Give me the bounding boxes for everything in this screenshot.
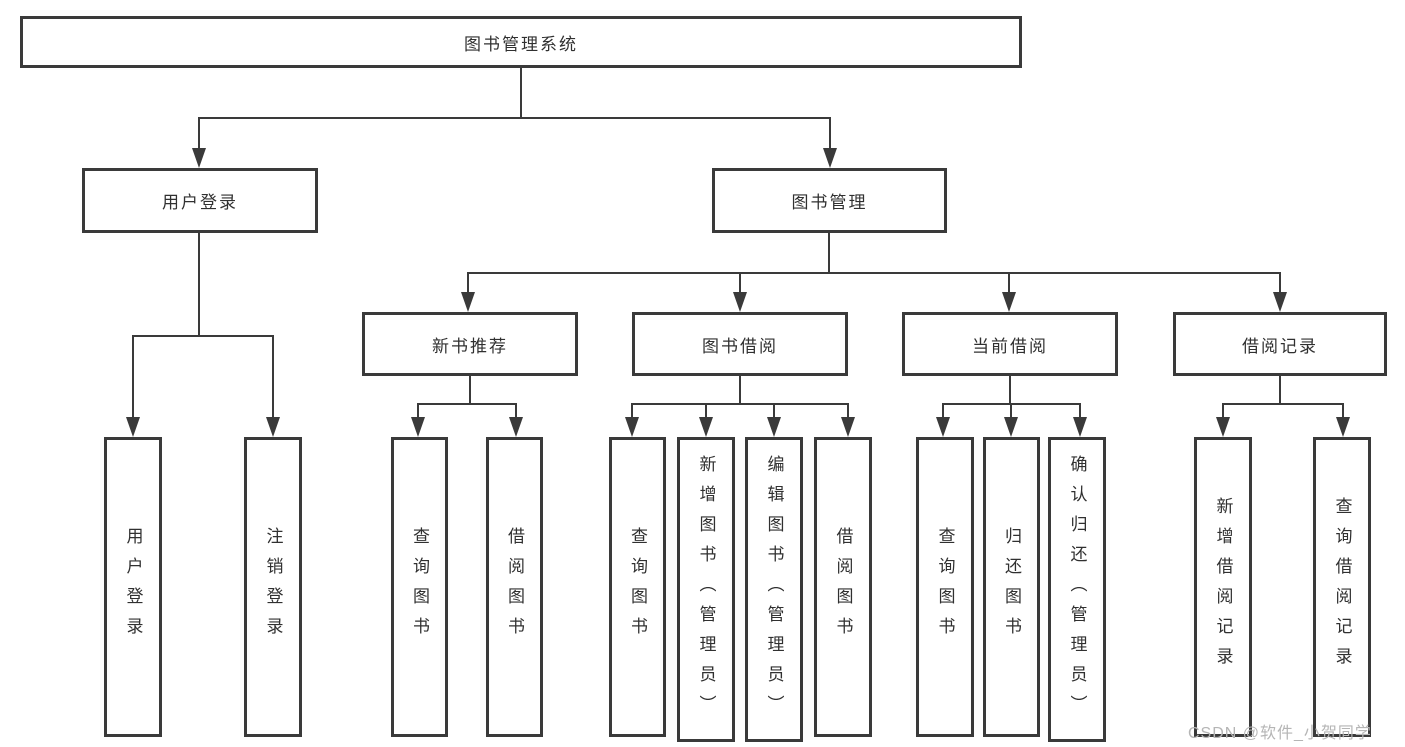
- node-book-borrow-label: 图书借阅: [702, 336, 778, 356]
- node-new-books: 新书推荐: [362, 312, 578, 376]
- node-borrow-records: 借阅记录: [1173, 312, 1387, 376]
- arrow-to-nb-borrow-head: [509, 417, 523, 437]
- arrow-to-current-borrow-stem: [1008, 272, 1010, 294]
- leaf-nb-borrow-books-label: 借阅图书: [505, 527, 524, 647]
- arrow-to-current-borrow-head: [1002, 292, 1016, 312]
- leaf-cb-return-books-label: 归还图书: [1002, 527, 1021, 647]
- leaf-cb-query-books-label: 查询图书: [935, 527, 955, 647]
- node-root-label: 图书管理系统: [464, 34, 578, 54]
- connector-user-login-stem: [198, 233, 200, 335]
- leaf-nb-query-books: 查询图书: [391, 437, 448, 737]
- arrow-to-bb-add-head: [699, 417, 713, 437]
- arrow-to-book-mgmt-stem: [829, 117, 831, 151]
- node-book-mgmt-label: 图书管理: [791, 193, 868, 212]
- leaf-br-query-record-label: 查询借阅记录: [1332, 497, 1352, 677]
- leaf-bb-add-books-admin-label: 新增图书（管理员）: [696, 454, 716, 725]
- node-new-books-label: 新书推荐: [432, 336, 508, 356]
- arrow-to-bb-borrow-head: [841, 417, 855, 437]
- leaf-nb-borrow-books: 借阅图书: [486, 437, 543, 737]
- arrow-to-leaf-user-login-head: [126, 417, 140, 437]
- arrow-to-new-books-head: [461, 292, 475, 312]
- node-borrow-records-label: 借阅记录: [1242, 336, 1318, 356]
- csdn-watermark: CSDN @软件_小贺同学: [1188, 725, 1372, 742]
- arrow-to-nb-query-stem: [417, 403, 419, 419]
- connector-book-mgmt-stem: [828, 233, 830, 272]
- arrow-to-bb-query-stem: [631, 403, 633, 419]
- arrow-to-br-add-head: [1216, 417, 1230, 437]
- leaf-cb-confirm-return-admin-label: 确认归还（管理员）: [1067, 454, 1087, 725]
- arrow-to-cb-query-head: [936, 417, 950, 437]
- arrow-to-borrow-records-head: [1273, 292, 1287, 312]
- arrow-to-nb-borrow-stem: [515, 403, 517, 419]
- leaf-bb-edit-books-admin: 编辑图书（管理员）: [745, 437, 803, 742]
- leaf-bb-borrow-books: 借阅图书: [814, 437, 872, 737]
- connector-new-books-stem: [469, 376, 471, 403]
- leaf-user-login: 用户登录: [104, 437, 162, 737]
- arrow-to-br-query-stem: [1342, 403, 1344, 419]
- arrow-to-cb-return-head: [1004, 417, 1018, 437]
- connector-new-books-split: [417, 403, 517, 405]
- arrow-to-book-mgmt-head: [823, 148, 837, 168]
- leaf-bb-query-books: 查询图书: [609, 437, 666, 737]
- node-user-login: 用户登录: [82, 168, 318, 233]
- connector-root-stem: [520, 68, 522, 117]
- leaf-cb-confirm-return-admin: 确认归还（管理员）: [1048, 437, 1106, 742]
- connector-book-borrow-stem: [739, 376, 741, 403]
- leaf-cb-query-books: 查询图书: [916, 437, 974, 737]
- arrow-to-user-login-stem: [198, 117, 200, 151]
- node-user-login-label: 用户登录: [162, 193, 238, 212]
- leaf-bb-query-books-label: 查询图书: [628, 527, 647, 647]
- arrow-to-nb-query-head: [411, 417, 425, 437]
- leaf-br-add-record: 新增借阅记录: [1194, 437, 1252, 737]
- leaf-bb-borrow-books-label: 借阅图书: [833, 527, 853, 647]
- connector-borrow-records-stem: [1279, 376, 1281, 403]
- leaf-bb-add-books-admin: 新增图书（管理员）: [677, 437, 735, 742]
- arrow-to-br-query-head: [1336, 417, 1350, 437]
- leaf-br-add-record-label: 新增借阅记录: [1213, 497, 1233, 677]
- arrow-to-bb-query-head: [625, 417, 639, 437]
- node-root: 图书管理系统: [20, 16, 1022, 68]
- arrow-to-cb-confirm-stem: [1079, 403, 1081, 419]
- connector-user-login-split: [132, 335, 274, 337]
- arrow-to-bb-borrow-stem: [847, 403, 849, 419]
- arrow-to-bb-edit-stem: [773, 403, 775, 419]
- arrow-to-br-add-stem: [1222, 403, 1224, 419]
- arrow-to-leaf-user-login-stem: [132, 335, 134, 419]
- leaf-logout: 注销登录: [244, 437, 302, 737]
- arrow-to-borrow-records-stem: [1279, 272, 1281, 294]
- node-book-mgmt: 图书管理: [712, 168, 947, 233]
- arrow-to-user-login-head: [192, 148, 206, 168]
- leaf-nb-query-books-label: 查询图书: [410, 527, 429, 647]
- connector-borrow-records-split: [1222, 403, 1344, 405]
- node-book-borrow: 图书借阅: [632, 312, 848, 376]
- connector-book-mgmt-split: [467, 272, 1281, 274]
- leaf-logout-label: 注销登录: [263, 527, 283, 647]
- node-current-borrow: 当前借阅: [902, 312, 1118, 376]
- connector-root-split: [198, 117, 831, 119]
- arrow-to-bb-add-stem: [705, 403, 707, 419]
- arrow-to-book-borrow-stem: [739, 272, 741, 294]
- leaf-bb-edit-books-admin-label: 编辑图书（管理员）: [764, 454, 784, 725]
- leaf-user-login-label: 用户登录: [123, 527, 143, 647]
- arrow-to-cb-return-stem: [1010, 403, 1012, 419]
- leaf-br-query-record: 查询借阅记录: [1313, 437, 1371, 737]
- arrow-to-cb-confirm-head: [1073, 417, 1087, 437]
- arrow-to-leaf-logout-stem: [272, 335, 274, 419]
- arrow-to-bb-edit-head: [767, 417, 781, 437]
- node-current-borrow-label: 当前借阅: [972, 336, 1048, 356]
- leaf-cb-return-books: 归还图书: [983, 437, 1040, 737]
- connector-current-borrow-stem: [1009, 376, 1011, 403]
- arrow-to-leaf-logout-head: [266, 417, 280, 437]
- connector-book-borrow-split: [631, 403, 849, 405]
- arrow-to-book-borrow-head: [733, 292, 747, 312]
- arrow-to-new-books-stem: [467, 272, 469, 294]
- arrow-to-cb-query-stem: [942, 403, 944, 419]
